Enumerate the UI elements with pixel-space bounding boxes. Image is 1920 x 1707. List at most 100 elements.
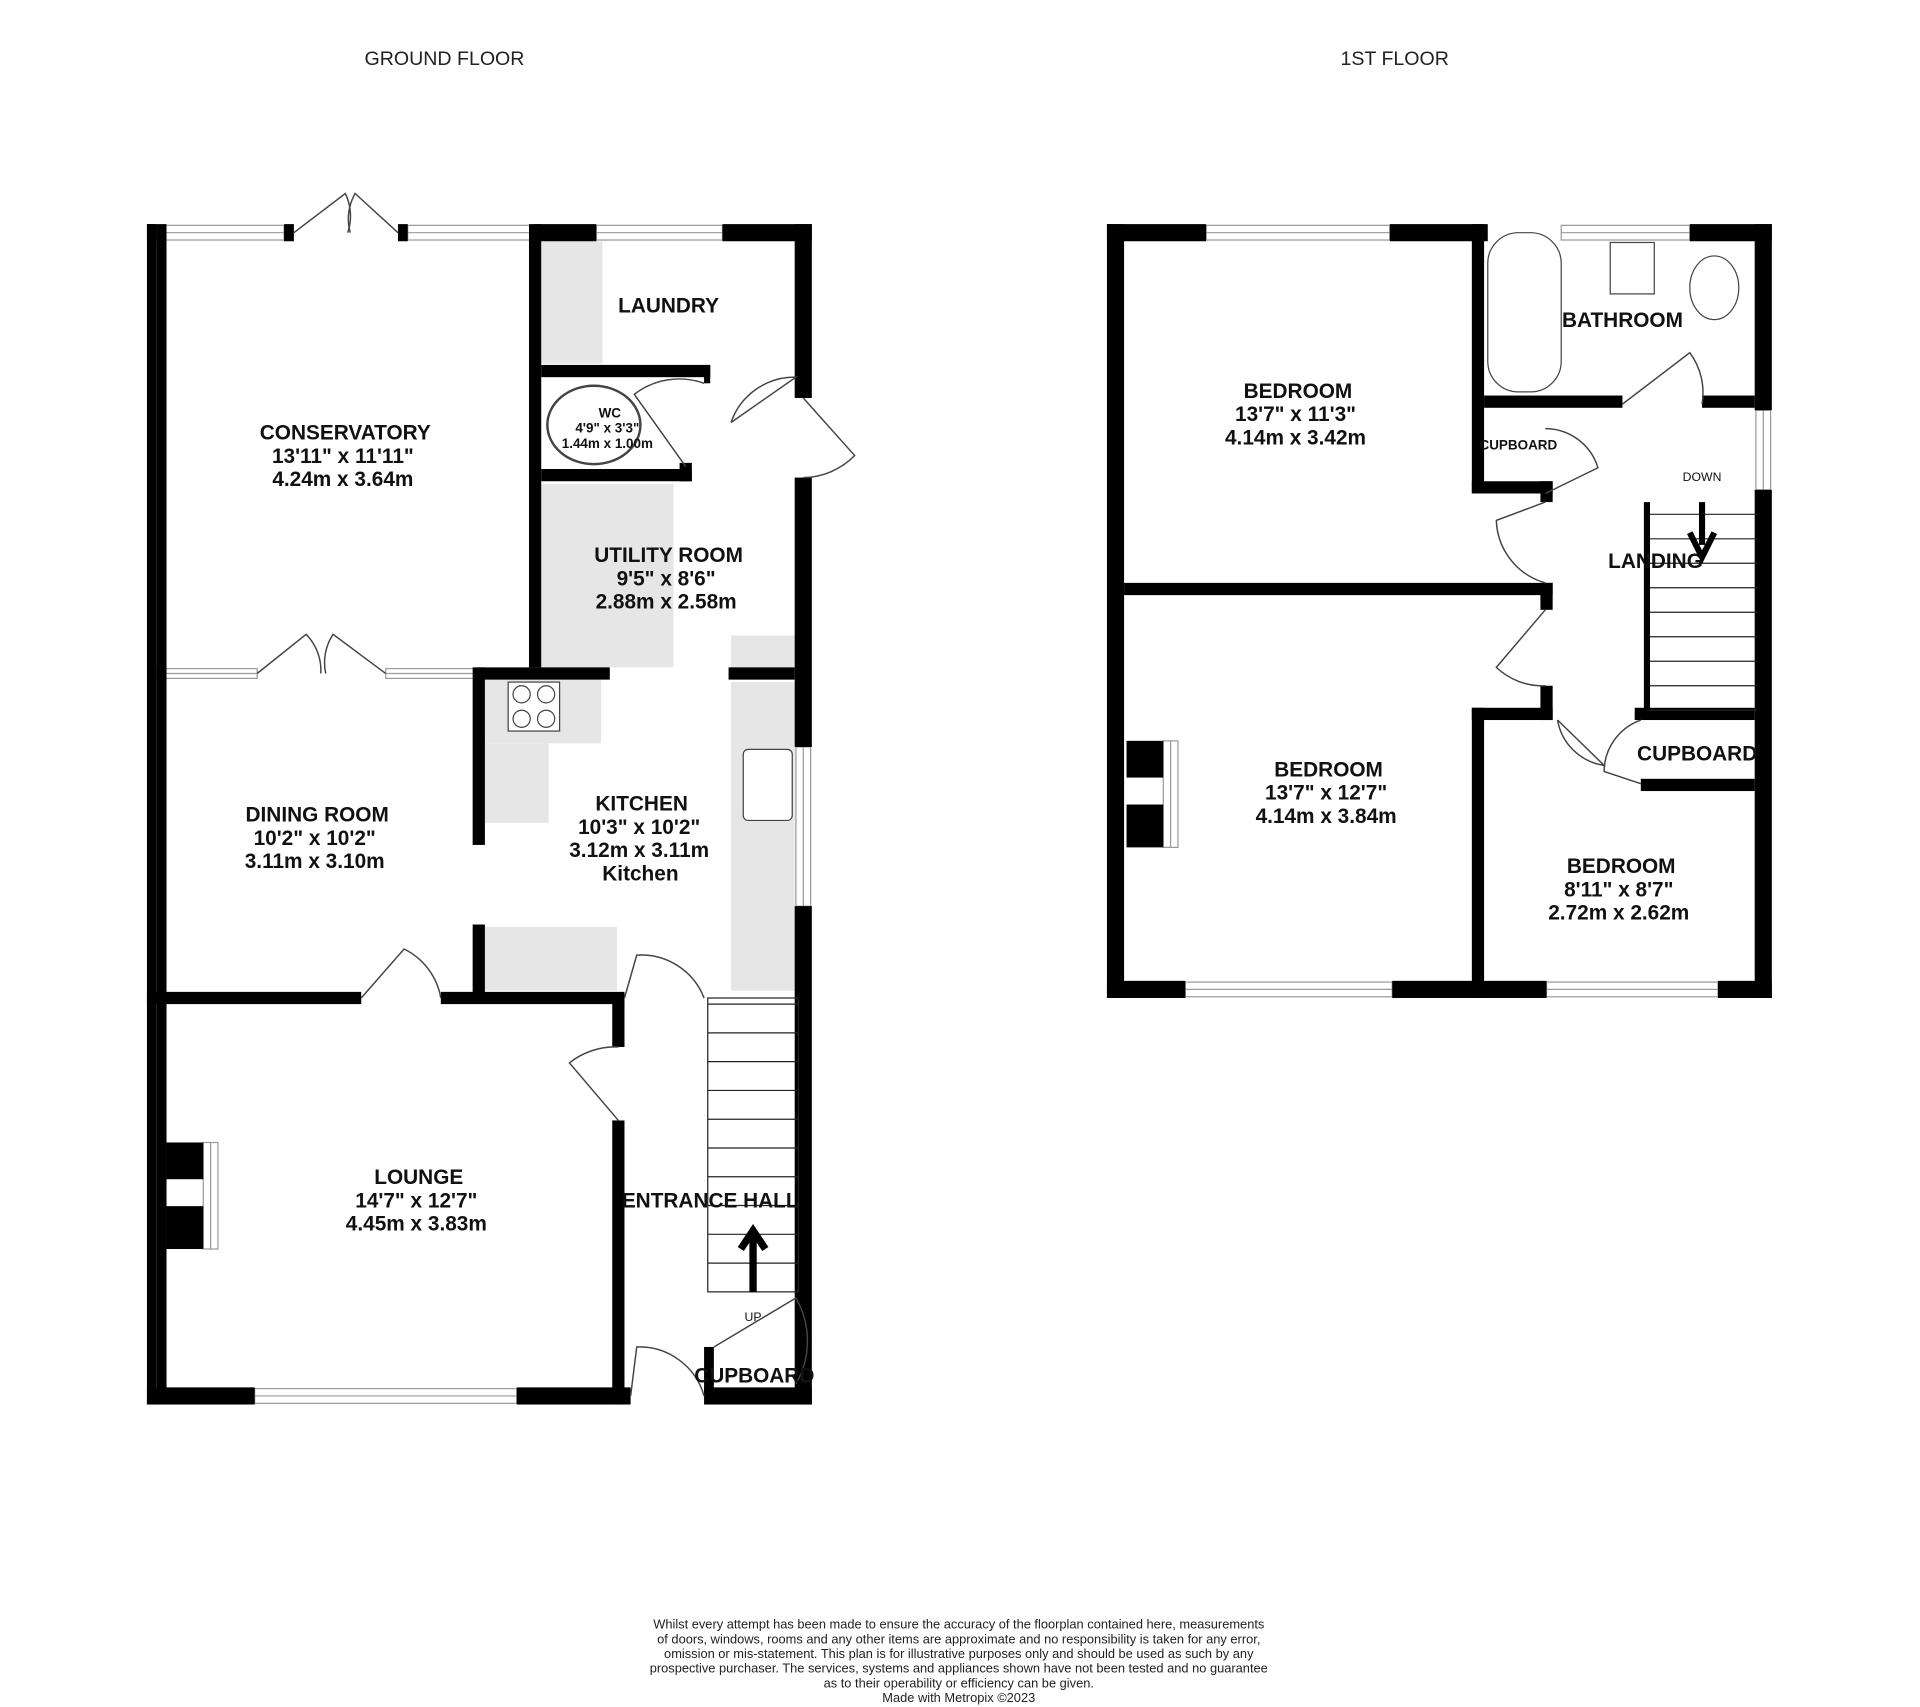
disclaimer-line: Whilst every attempt has been made to en… xyxy=(653,1617,1264,1632)
wall xyxy=(541,364,711,378)
laundry-name: LAUNDRY xyxy=(618,294,719,317)
wall xyxy=(284,224,294,242)
wall xyxy=(794,477,812,747)
stairs-up-label: UP xyxy=(745,1310,762,1324)
wall xyxy=(1754,489,1772,998)
hob-ring xyxy=(536,685,556,704)
wall xyxy=(1392,980,1547,998)
disclaimer-line: of doors, windows, rooms and any other i… xyxy=(657,1631,1260,1646)
toilet-icon xyxy=(1689,255,1740,321)
wall xyxy=(146,224,157,1405)
door-swing xyxy=(633,378,705,467)
wall xyxy=(472,667,485,845)
wall xyxy=(1126,740,1164,778)
wall xyxy=(704,1387,812,1405)
bedroom2-metric: 4.14m x 3.84m xyxy=(1256,805,1397,828)
worktop xyxy=(484,743,549,823)
wc-imperial: 4'9" x 3'3" xyxy=(575,420,639,435)
wall xyxy=(728,667,795,680)
door-swing xyxy=(629,1346,705,1397)
bedroom3-metric: 2.72m x 2.62m xyxy=(1548,902,1689,925)
wall xyxy=(612,997,625,1047)
door-swing xyxy=(323,633,387,675)
door-swing xyxy=(623,954,705,999)
wall xyxy=(166,1142,204,1180)
wall xyxy=(1471,707,1553,721)
wall xyxy=(1754,224,1772,411)
wall xyxy=(1540,481,1553,503)
wall xyxy=(1106,224,1125,998)
kitchen-extra: Kitchen xyxy=(602,862,678,885)
windows xyxy=(156,224,1772,1404)
wall xyxy=(166,1206,204,1250)
bedroom2-imperial: 13'7" x 12'7" xyxy=(1265,782,1387,805)
wc-name: WC xyxy=(599,406,622,421)
bedroom1-metric: 4.14m x 3.42m xyxy=(1225,427,1366,450)
door-swing xyxy=(568,1046,619,1121)
door-swing xyxy=(713,1296,809,1385)
wall xyxy=(541,469,692,482)
door-swing xyxy=(730,376,799,424)
wall xyxy=(794,224,812,398)
lounge-imperial: 14'7" x 12'7" xyxy=(355,1189,477,1212)
door-swing xyxy=(360,948,442,999)
wall xyxy=(1389,224,1488,242)
wall xyxy=(472,924,485,998)
wall xyxy=(1717,980,1772,998)
door-swing xyxy=(293,192,352,234)
conservatory-name: CONSERVATORY xyxy=(260,422,431,445)
wall xyxy=(1471,707,1485,998)
bedroom3-name: BEDROOM xyxy=(1567,855,1676,878)
dining-name: DINING ROOM xyxy=(246,804,389,827)
door-swing xyxy=(1622,351,1704,405)
wall xyxy=(1471,224,1485,494)
bedroom1-imperial: 13'7" x 11'3" xyxy=(1235,403,1356,426)
door-swing xyxy=(1495,609,1546,687)
worktop xyxy=(484,926,618,991)
wall xyxy=(1689,224,1772,242)
stairs-down-label: DOWN xyxy=(1683,470,1722,484)
hob-icon xyxy=(507,681,561,732)
bedroom3-imperial: 8'11" x 8'7" xyxy=(1564,878,1673,901)
disclaimer-line: omission or mis-statement. This plan is … xyxy=(664,1646,1254,1661)
kitchen-metric: 3.12m x 3.11m xyxy=(569,839,709,862)
wall xyxy=(146,991,362,1005)
wall xyxy=(1640,778,1755,792)
wall xyxy=(1471,481,1553,494)
dining-metric: 3.11m x 3.10m xyxy=(245,850,385,873)
wall xyxy=(516,1387,631,1405)
worktop xyxy=(731,682,795,991)
lounge-name: LOUNGE xyxy=(374,1166,463,1189)
kitchen-name: KITCHEN xyxy=(595,793,687,816)
hob-ring xyxy=(512,685,531,704)
basin-icon xyxy=(1609,241,1655,295)
disclaimer-line: prospective purchaser. The services, sys… xyxy=(650,1661,1268,1676)
cupboard-name-first: CUPBOARD xyxy=(1637,742,1757,765)
worktop xyxy=(541,241,603,364)
door-swing xyxy=(1603,719,1642,785)
wc-metric: 1.44m x 1.00m xyxy=(562,436,653,451)
stairs-up-arrow xyxy=(737,1224,769,1292)
wall xyxy=(535,224,597,242)
wall xyxy=(1540,582,1553,610)
entrance-hall-name: ENTRANCE HALL xyxy=(622,1189,799,1212)
stairs-down-arrow xyxy=(1643,502,1718,711)
hob-ring xyxy=(512,709,531,728)
wall xyxy=(1106,980,1186,998)
wall xyxy=(1126,804,1164,848)
landing-name: LANDING xyxy=(1608,550,1703,573)
hob-ring xyxy=(536,709,556,728)
doors xyxy=(256,192,1704,1397)
door-swing xyxy=(1495,501,1546,584)
sink-icon xyxy=(742,748,793,822)
wall xyxy=(1106,224,1207,242)
wall xyxy=(1484,395,1623,408)
wall xyxy=(1124,582,1553,596)
door-swing xyxy=(802,397,856,479)
bathroom-name: BATHROOM xyxy=(1562,309,1683,332)
door-swing xyxy=(347,192,399,234)
door-swing xyxy=(1556,719,1607,767)
wall xyxy=(440,991,625,1005)
bedroom1-name: BEDROOM xyxy=(1244,380,1353,403)
first-floor-title: 1ST FLOOR xyxy=(1340,48,1448,70)
